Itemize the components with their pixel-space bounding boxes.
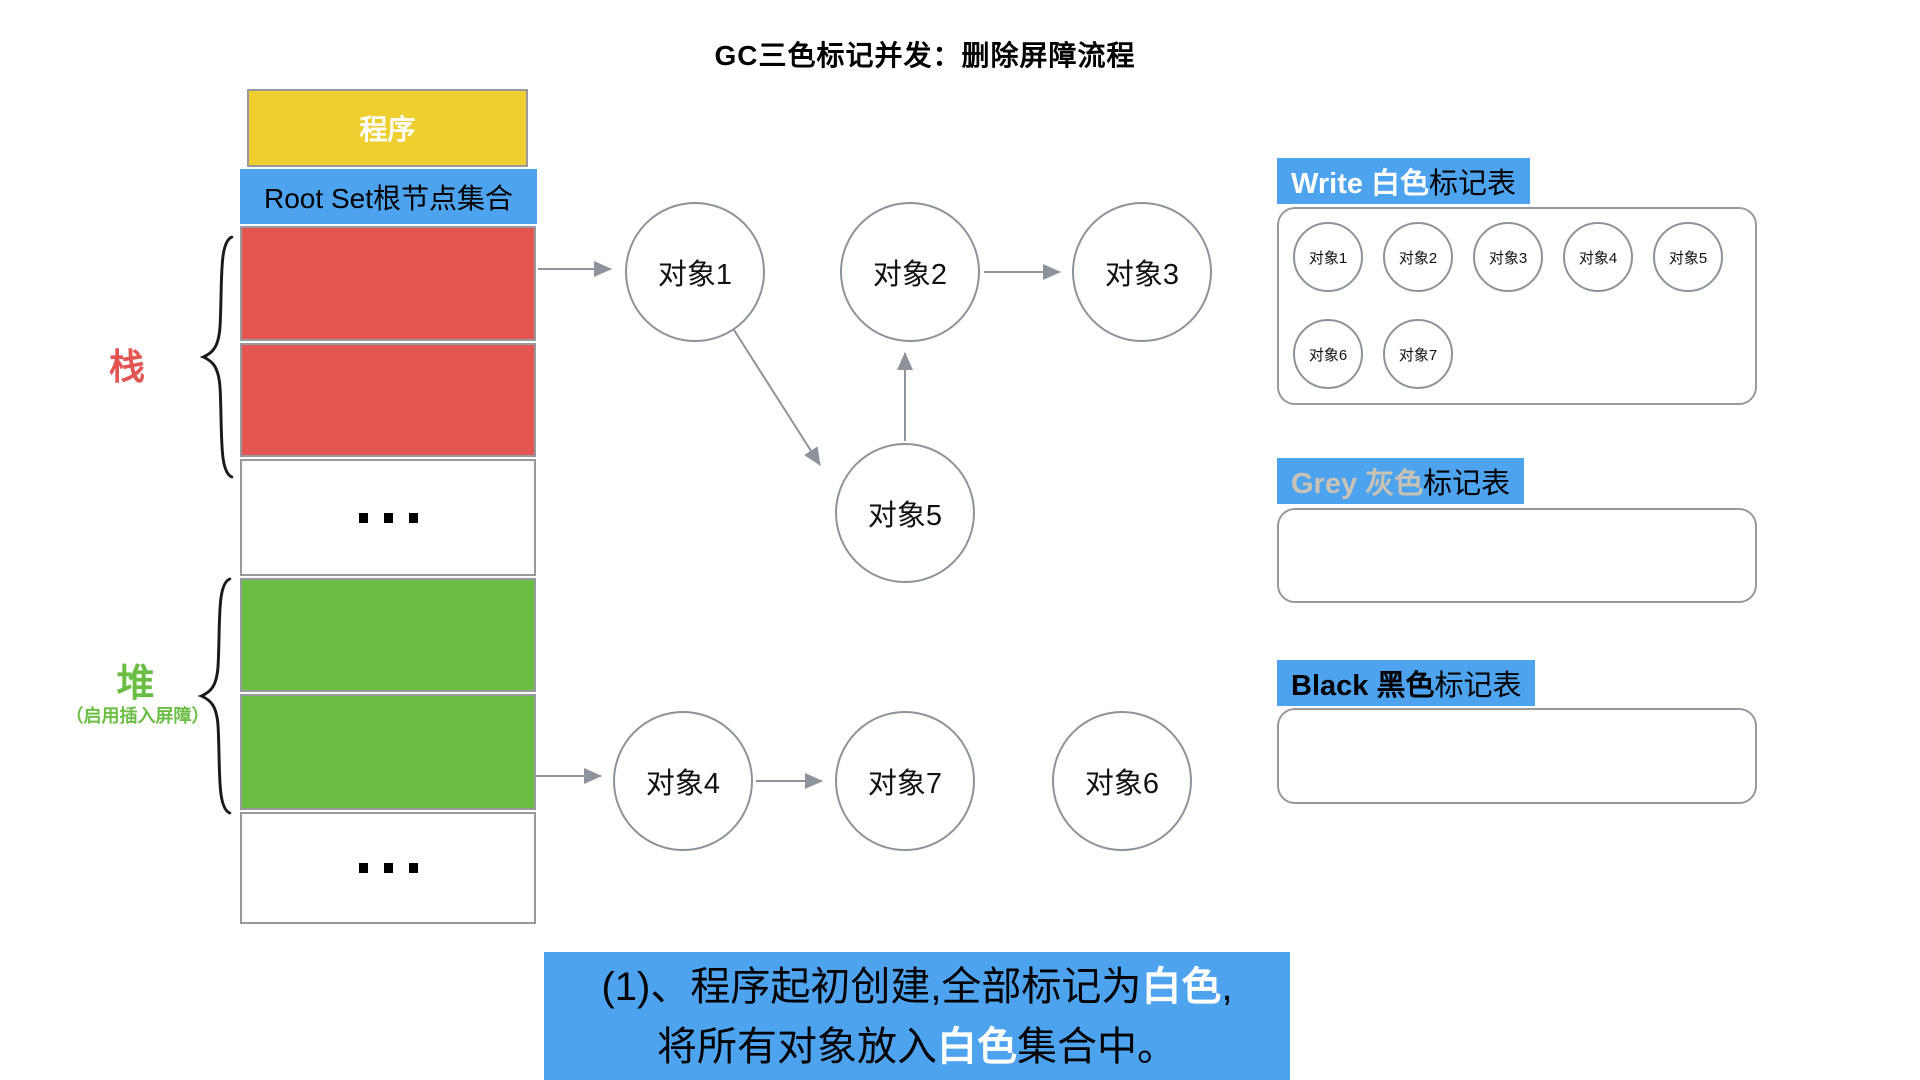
heap-slot-1 [240,578,536,692]
caption-highlight: 白色 [937,1025,1017,1069]
object-node-4: 对象4 [613,711,753,851]
object-node-2: 对象2 [840,202,980,342]
stack-ellipsis-box [240,459,536,576]
page-title: GC三色标记并发：删除屏障流程 [714,40,1136,71]
black-table-header: Black 黑色标记表 [1277,660,1536,706]
black-table-title-rest: 标记表 [1434,670,1522,702]
caption-text: (1)、程序起初创建,全部标记为 [601,965,1142,1009]
caption-highlight: 白色 [1141,965,1222,1009]
heap-brace [197,577,232,815]
caption-text: 集合中。 [1017,1025,1177,1069]
caption-text: , [1221,965,1233,1009]
stack-slot-1 [240,226,536,341]
caption-text: 将所有对象放入 [657,1025,937,1069]
caption-line-2: 将所有对象放入白色集合中。 [544,1017,1290,1077]
step-caption: (1)、程序起初创建,全部标记为白色, 将所有对象放入白色集合中。 [544,952,1290,1080]
white-table-header: Write 白色标记表 [1277,158,1531,204]
white-table-item: 对象6 [1293,319,1363,389]
white-table-item: 对象2 [1383,222,1453,292]
white-table-item: 对象1 [1293,222,1363,292]
program-box: 程序 [247,89,528,167]
object-node-7: 对象7 [835,711,975,851]
ellipsis-dots [358,863,418,873]
object-node-1: 对象1 [625,202,765,342]
heap-slot-2 [240,694,536,810]
white-table-title-rest: 标记表 [1429,168,1517,200]
grey-table-title-strong: Grey 灰色 [1291,468,1424,500]
heap-label: 堆 [116,663,155,705]
white-table-item: 对象5 [1653,222,1723,292]
stack-label: 栈 [108,346,145,387]
black-table-title-strong: Black 黑色 [1291,670,1435,702]
stack-slot-2 [240,343,536,457]
heap-note: （启用插入屏障） [65,706,210,726]
black-table-body [1277,708,1757,804]
grey-table-title-rest: 标记表 [1423,468,1511,500]
white-table-item: 对象4 [1563,222,1633,292]
white-table-item: 对象3 [1473,222,1543,292]
caption-line-1: (1)、程序起初创建,全部标记为白色, [544,957,1290,1017]
grey-table-body [1277,508,1757,603]
object-node-5: 对象5 [835,443,975,583]
heap-ellipsis-box [240,812,536,924]
white-table-item: 对象7 [1383,319,1453,389]
root-set-box: Root Set根节点集合 [240,169,537,224]
object-node-3: 对象3 [1072,202,1212,342]
object-node-6: 对象6 [1052,711,1192,851]
ellipsis-dots [358,512,418,523]
grey-table-header: Grey 灰色标记表 [1277,458,1525,504]
white-table-body: 对象1 对象2 对象3 对象4 对象5 对象6 对象7 [1277,207,1757,405]
stack-brace [199,235,234,479]
white-table-title-strong: Write 白色 [1291,168,1430,200]
